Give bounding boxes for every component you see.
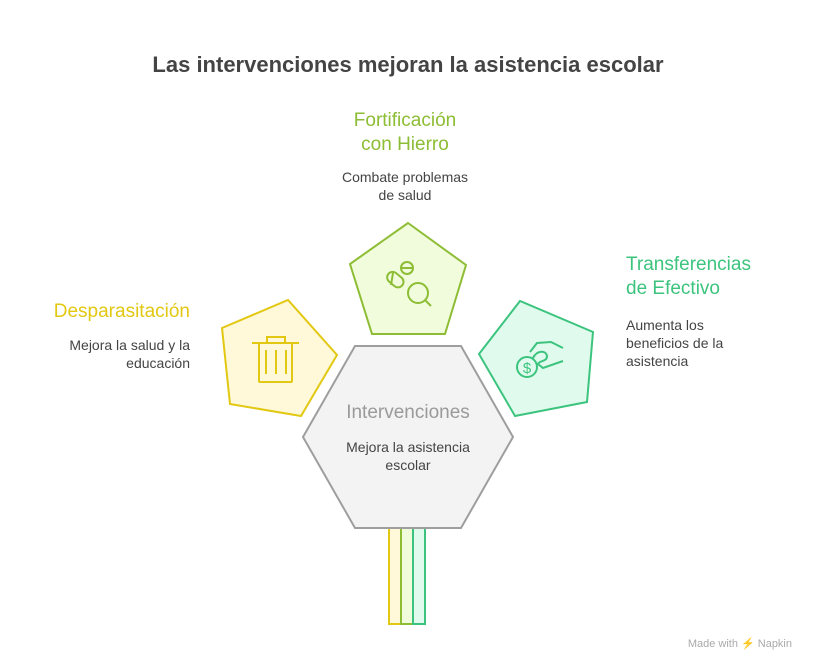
stem-desparasitacion (388, 519, 402, 625)
svg-text:$: $ (523, 360, 532, 377)
hand-money-icon: $ (516, 340, 564, 378)
pentagon-desparasitacion (220, 298, 339, 418)
transferencias-desc: Aumenta los beneficios de la asistencia (626, 316, 723, 370)
pills-magnifier-icon (386, 261, 432, 307)
fortificacion-desc-line1: Combate problemas (341, 169, 469, 185)
transferencias-desc-line2: beneficios de la (626, 335, 724, 351)
transferencias-desc-line1: Aumenta los (626, 317, 704, 333)
diagram-title: Las intervenciones mejoran la asistencia… (152, 52, 664, 77)
desparasitacion-title: Desparasitación (53, 301, 190, 322)
stems (388, 519, 426, 625)
transferencias-desc-line3: asistencia (626, 353, 689, 369)
stem-fortificacion (400, 519, 414, 625)
fortificacion-title: Fortificación con Hierro (300, 109, 510, 157)
transferencias-title-line2: de Efectivo (626, 278, 720, 299)
hexagon-center (301, 345, 515, 529)
napkin-watermark: Made with ⚡ Napkin (687, 638, 792, 650)
stem-transferencias (412, 519, 426, 625)
fortificacion-desc-line2: de salud (378, 187, 432, 203)
transferencias-title: Transferencias de Efectivo (626, 253, 751, 301)
transferencias-title-line1: Transferencias (626, 254, 751, 275)
desparasitacion-desc: Mejora la salud y la educación (69, 337, 190, 371)
pentagon-transferencias (477, 299, 595, 418)
center-desc: Mejora la asistencia escolar (346, 439, 470, 473)
center-title: Intervenciones (346, 402, 470, 423)
pentagon-fortificacion (348, 221, 468, 335)
fortificacion-title-line1: Fortificación (353, 110, 457, 131)
trash-icon (252, 336, 299, 383)
fortificacion-desc: Combate problemas de salud (300, 168, 510, 204)
fortificacion-title-line2: con Hierro (361, 134, 449, 155)
